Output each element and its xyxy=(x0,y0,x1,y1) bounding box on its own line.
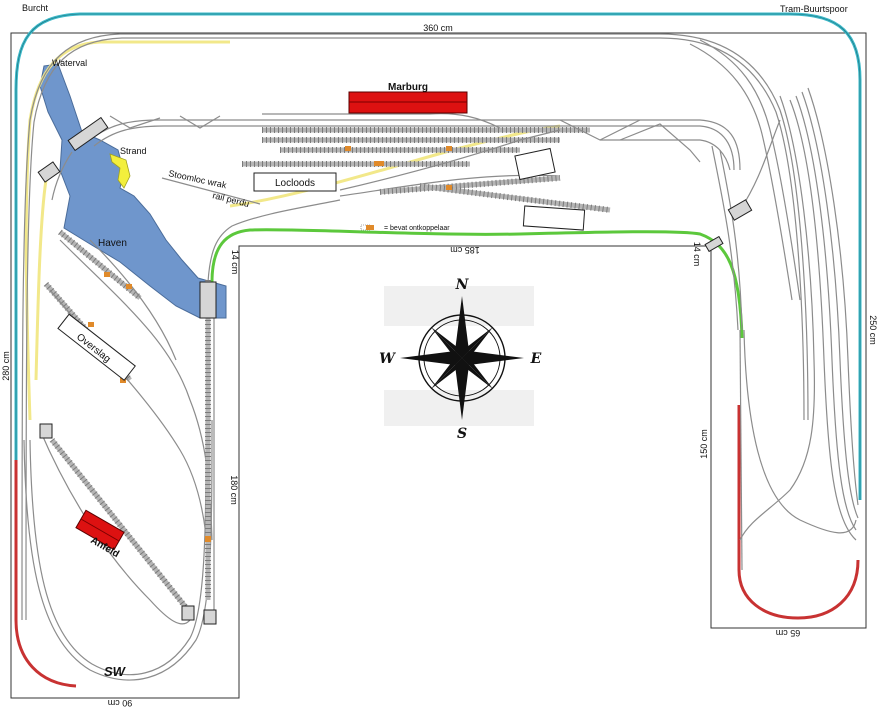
dim-top: 360 cm xyxy=(423,23,453,33)
compass-s: S xyxy=(457,426,467,442)
yellow-track-branch xyxy=(34,179,48,381)
burcht-label: Burcht xyxy=(22,3,49,13)
haven-label: Haven xyxy=(98,238,127,249)
bridges xyxy=(37,116,753,625)
dim-inner-left-small: 14 cm xyxy=(230,250,240,275)
dim-bottom-right: 65 cm xyxy=(776,628,801,638)
sw-label: SW xyxy=(104,664,127,679)
dim-inner-right-small: 14 cm xyxy=(692,242,702,267)
beach xyxy=(109,153,131,189)
marburg-station-tracks xyxy=(51,113,741,201)
shed-2 xyxy=(522,205,586,231)
main-tracks xyxy=(21,33,859,681)
dim-inner-left-long: 180 cm xyxy=(229,475,239,505)
dim-bottom-left: 90 cm xyxy=(108,698,133,708)
shed-1 xyxy=(514,147,556,181)
compass-w: W xyxy=(379,351,396,367)
harbour-water xyxy=(39,63,227,319)
tram-track-rail xyxy=(15,13,861,500)
compass-rose: N E S W xyxy=(379,277,542,442)
locloods-building xyxy=(253,172,337,192)
locloods-label: Locloods xyxy=(275,178,315,189)
compass-star xyxy=(400,296,524,420)
tram-label: Tram-Buurtspoor xyxy=(780,4,848,14)
red-track-left xyxy=(14,460,77,688)
legend-text: = bevat ontkoppelaar xyxy=(384,225,450,232)
dim-left: 280 cm xyxy=(1,351,11,381)
legend: = bevat ontkoppelaar xyxy=(360,224,450,232)
uncoupler-markers xyxy=(88,146,452,542)
anfeld-station-building xyxy=(75,509,125,551)
waterval-label: Waterval xyxy=(52,58,87,68)
strand-label: Strand xyxy=(120,146,147,156)
marburg-label: Marburg xyxy=(388,82,428,93)
compass-shadow xyxy=(384,286,534,426)
dim-inner-top: 185 cm xyxy=(450,245,480,255)
dim-inner-right-long: 150 cm xyxy=(699,429,709,459)
dim-right: 250 cm xyxy=(868,315,878,345)
compass-n: N xyxy=(455,277,470,293)
compass-e: E xyxy=(530,351,542,367)
overslag-building xyxy=(57,313,136,381)
red-track-right xyxy=(737,405,860,620)
